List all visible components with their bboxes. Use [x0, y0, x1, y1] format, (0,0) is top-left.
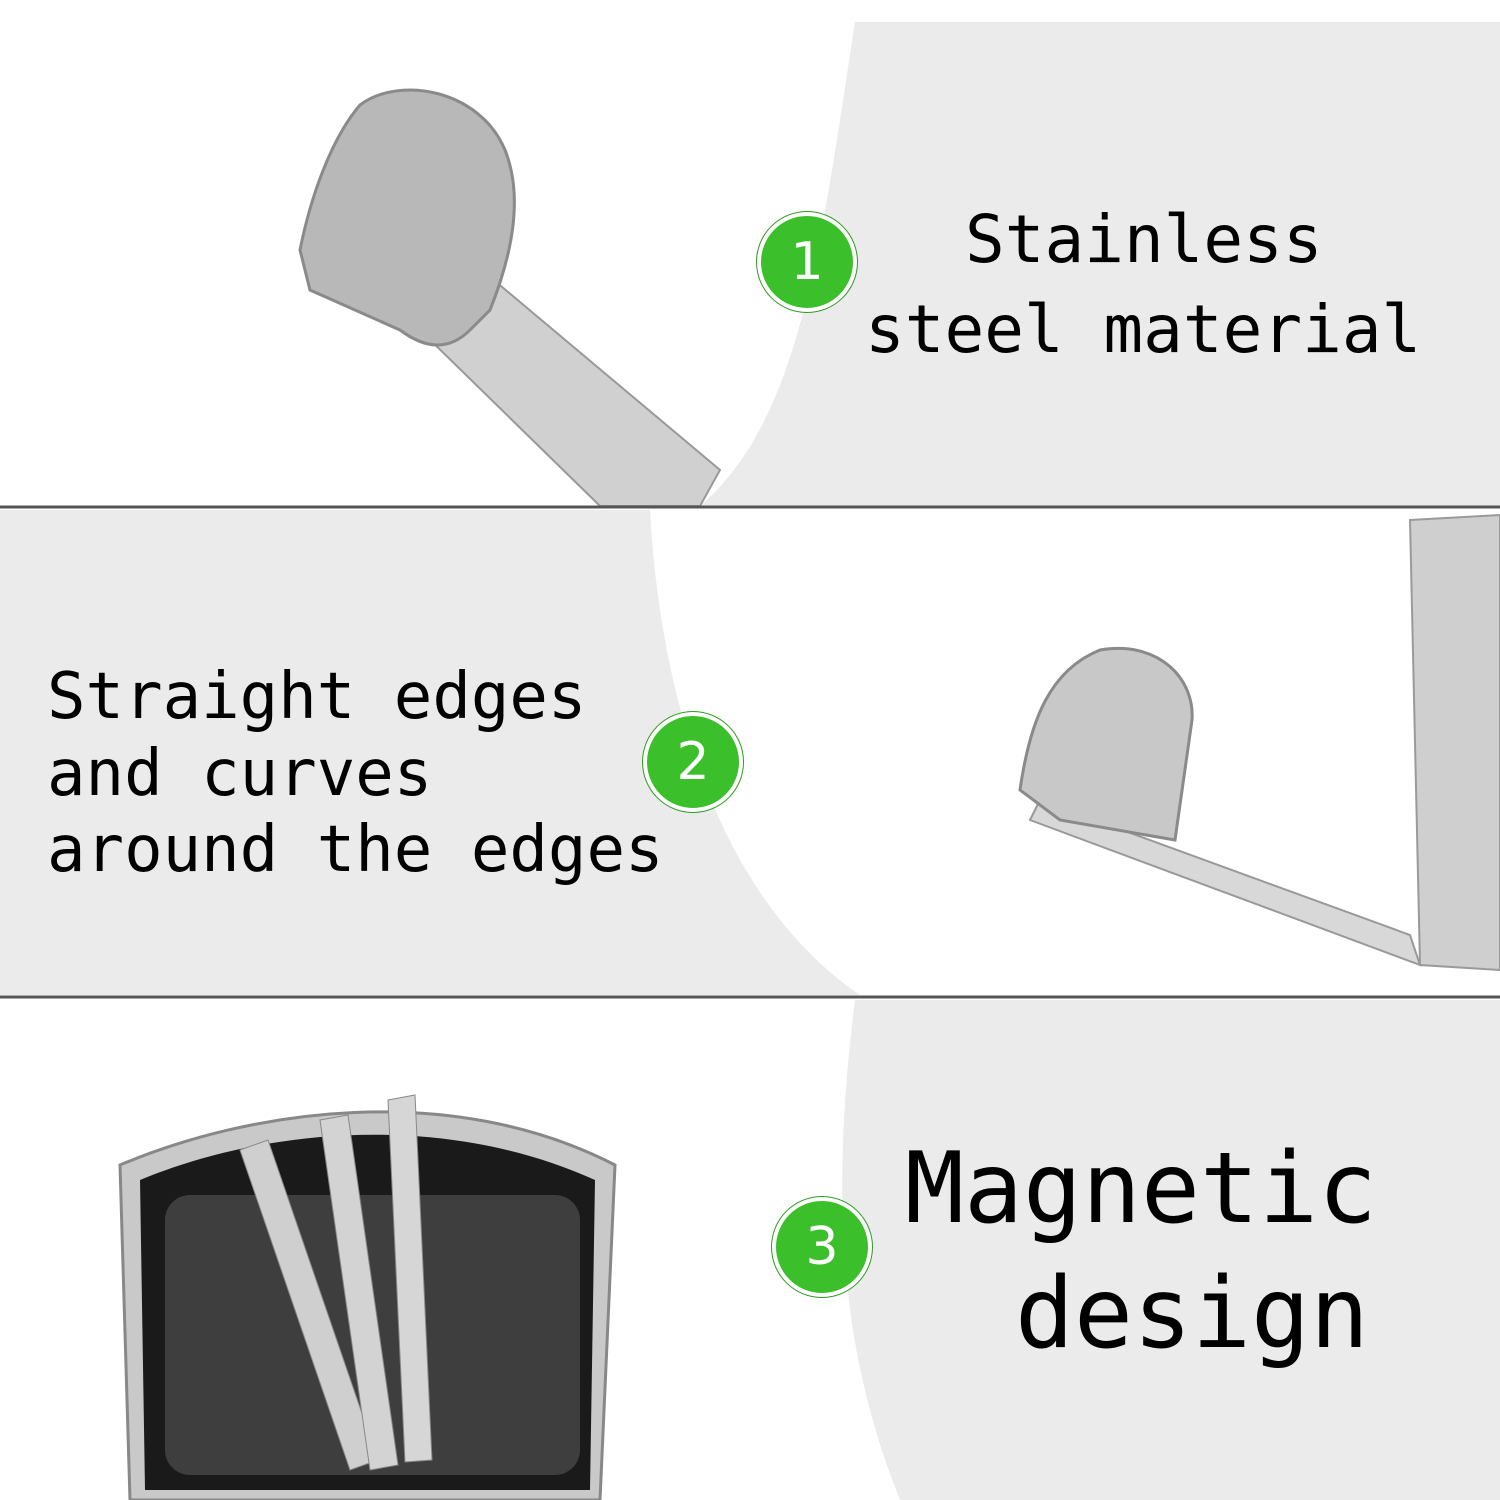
feature-2-line-3: around the edges — [47, 813, 664, 887]
feature-2-line-2: and curves — [47, 737, 433, 811]
panel-1-steel-hook-image — [298, 88, 722, 507]
feature-2-number-badge: 2 — [643, 712, 743, 812]
feature-1-number-badge: 1 — [757, 212, 857, 312]
feature-3-number-badge: 3 — [772, 1197, 872, 1297]
feature-1-line-2: steel material — [865, 291, 1422, 368]
feature-3-line-1: Magnetic — [905, 1132, 1378, 1246]
panel-3-grey-area — [842, 1000, 1500, 1500]
panel-2-grey-area — [0, 510, 860, 995]
panel-1-grey-area — [700, 22, 1500, 506]
panel-2-steel-hook-image — [1018, 513, 1500, 972]
feature-3-line-2: design — [1015, 1257, 1370, 1371]
feature-1-line-1: Stainless — [965, 201, 1323, 278]
feature-2-line-1: Straight edges — [47, 660, 587, 734]
panel-3-magnet-image — [118, 1094, 617, 1500]
